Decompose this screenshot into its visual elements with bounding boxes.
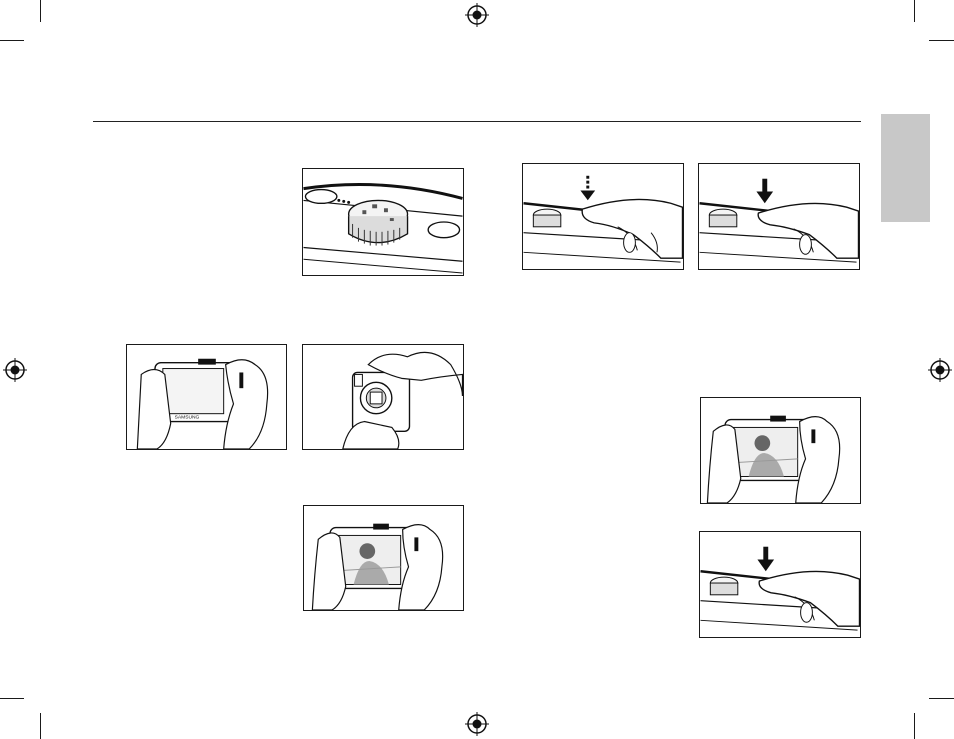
- registration-mark-icon: [465, 3, 489, 27]
- hold-front-figure: [302, 344, 464, 450]
- lcd-compose-illustration: [304, 506, 463, 610]
- registration-mark-icon: [3, 358, 27, 382]
- header-rule: [93, 121, 861, 122]
- press-shutter-figure: [699, 531, 861, 638]
- crop-mark: [40, 0, 41, 22]
- crop-mark: [914, 713, 915, 739]
- mode-dial-figure: [302, 168, 464, 276]
- half-press-figure: [522, 163, 684, 270]
- crop-mark: [40, 713, 41, 739]
- shutter-half-press-illustration: [523, 164, 683, 269]
- registration-mark-icon: [465, 712, 489, 736]
- svg-text:SAMSUNG: SAMSUNG: [175, 415, 200, 421]
- lcd-compose-illustration: [701, 398, 860, 503]
- crop-mark: [0, 698, 24, 699]
- registration-mark-icon: [928, 358, 952, 382]
- crop-mark: [914, 0, 915, 22]
- hold-horizontal-figure: SAMSUNG: [126, 344, 287, 450]
- camera-hold-front-illustration: [303, 345, 463, 449]
- shutter-full-press-illustration: [699, 164, 859, 269]
- section-side-tab: [881, 114, 930, 222]
- crop-mark: [929, 40, 954, 41]
- camera-hold-back-illustration: SAMSUNG: [127, 345, 286, 449]
- full-press-figure: [698, 163, 860, 270]
- crop-mark: [929, 698, 954, 699]
- shutter-full-press-illustration: [700, 532, 860, 637]
- compose-lcd-figure: [303, 505, 464, 611]
- crop-mark: [0, 40, 24, 41]
- camera-mode-dial-illustration: [303, 169, 463, 275]
- compose-lcd-right-figure: [700, 397, 861, 504]
